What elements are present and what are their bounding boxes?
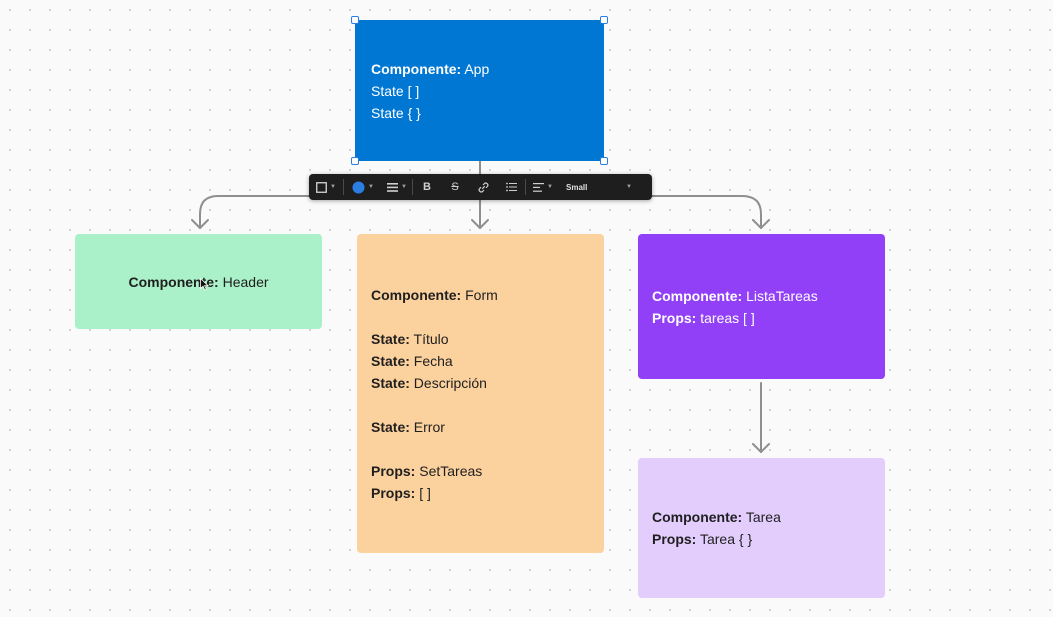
row-value: Error — [413, 418, 445, 435]
spacer — [371, 438, 604, 460]
bold-button[interactable]: B — [413, 174, 441, 200]
component-form-card[interactable]: Componente: Form State: Título State: Fe… — [357, 234, 604, 553]
app-state-array: State [ ] — [371, 82, 420, 99]
square-icon — [316, 181, 327, 193]
component-label: Componente: — [652, 287, 743, 304]
mouse-cursor-icon — [200, 278, 209, 291]
color-swatch-icon — [352, 181, 365, 193]
row-key: State: — [371, 352, 410, 369]
link-button[interactable] — [469, 174, 497, 200]
row-value: Tarea { } — [699, 531, 753, 547]
form-state-error: State: Error — [371, 416, 604, 438]
chevron-down-icon: ▼ — [626, 184, 632, 190]
selection-handle-bottom-right[interactable] — [600, 157, 608, 165]
stroke-weight-selector[interactable]: ▼ — [382, 174, 412, 200]
app-title-line: Componente: App — [371, 58, 604, 80]
shape-selector[interactable]: ▼ — [309, 174, 343, 200]
form-title-line: Componente: Form — [371, 284, 604, 306]
toolbar-divider — [343, 179, 344, 195]
component-tarea-card[interactable]: Componente: Tarea Props: Tarea { } — [638, 458, 885, 598]
component-name: App — [464, 60, 490, 77]
row-key: Props: — [652, 309, 697, 326]
chevron-down-icon: ▼ — [401, 184, 407, 190]
row-value: Descripción — [413, 374, 487, 391]
header-title-line: Componente: Header — [128, 271, 268, 293]
selection-handle-bottom-left[interactable] — [351, 157, 359, 165]
text-align-selector[interactable]: ▼ — [526, 174, 560, 200]
toolbar-divider — [412, 179, 413, 195]
connector-app-header — [199, 195, 481, 229]
form-state-titulo: State: Título — [371, 328, 604, 350]
tarea-props-line: Props: Tarea { } — [652, 528, 885, 550]
row-key: Props: — [652, 531, 697, 547]
component-listatareas-card[interactable]: Componente: ListaTareas Props: tareas [ … — [638, 234, 885, 379]
component-label: Componente: — [652, 509, 743, 525]
selection-handle-top-right[interactable] — [600, 16, 608, 24]
row-value: tareas [ ] — [700, 309, 755, 326]
toolbar-divider — [525, 179, 526, 195]
row-key: Props: — [371, 484, 416, 501]
component-name: ListaTareas — [746, 287, 818, 304]
row-key: State: — [371, 418, 410, 435]
chevron-down-icon: ▼ — [368, 184, 374, 190]
component-label: Componente: — [371, 286, 462, 303]
row-key: State: — [371, 374, 410, 391]
list-button[interactable] — [497, 174, 525, 200]
spacer — [371, 394, 604, 416]
strikethrough-button[interactable]: S — [441, 174, 469, 200]
component-header-card[interactable]: Componente: Header — [75, 234, 322, 329]
list-icon — [505, 182, 517, 192]
chevron-down-icon: ▼ — [330, 184, 336, 190]
row-value: Título — [413, 330, 449, 347]
row-value: Fecha — [413, 352, 453, 369]
arrowhead-form — [471, 219, 489, 229]
component-name: Tarea — [745, 509, 781, 525]
format-toolbar: ▼ ▼ ▼ B S — [309, 174, 652, 200]
lista-props-line: Props: tareas [ ] — [652, 307, 885, 329]
row-value: [ ] — [419, 484, 431, 501]
form-props-settareas: Props: SetTareas — [371, 460, 604, 482]
arrowhead-header — [191, 219, 209, 229]
strikethrough-icon: S — [451, 181, 459, 193]
selection-handle-top-left[interactable] — [351, 16, 359, 24]
form-state-fecha: State: Fecha — [371, 350, 604, 372]
spacer — [371, 306, 604, 328]
font-size-dropdown[interactable]: ▼ — [622, 174, 636, 200]
font-size-label: Small — [566, 182, 588, 192]
font-size-selector[interactable]: Small — [560, 174, 622, 200]
component-app-card[interactable]: Componente: App State [ ] State { } — [355, 20, 604, 161]
component-label: Componente: — [371, 60, 462, 77]
form-state-descripcion: State: Descripción — [371, 372, 604, 394]
line-weight-icon — [387, 182, 399, 192]
bold-icon: B — [423, 181, 431, 193]
row-value: SetTareas — [419, 462, 483, 479]
component-label: Componente: — [128, 273, 219, 290]
arrowhead-lista — [752, 219, 770, 229]
row-key: State: — [371, 330, 410, 347]
arrowhead-tarea — [752, 443, 770, 453]
component-name: Form — [465, 286, 498, 303]
app-state-object: State { } — [371, 104, 421, 121]
connector-app-lista — [479, 195, 762, 229]
chevron-down-icon: ▼ — [547, 184, 553, 190]
row-key: Props: — [371, 462, 416, 479]
align-left-icon — [533, 182, 545, 192]
lista-title-line: Componente: ListaTareas — [652, 285, 885, 307]
fill-color-picker[interactable]: ▼ — [344, 174, 382, 200]
link-icon — [477, 181, 489, 193]
component-name: Header — [222, 273, 269, 290]
form-props-array: Props: [ ] — [371, 482, 604, 504]
tarea-title-line: Componente: Tarea — [652, 506, 885, 528]
